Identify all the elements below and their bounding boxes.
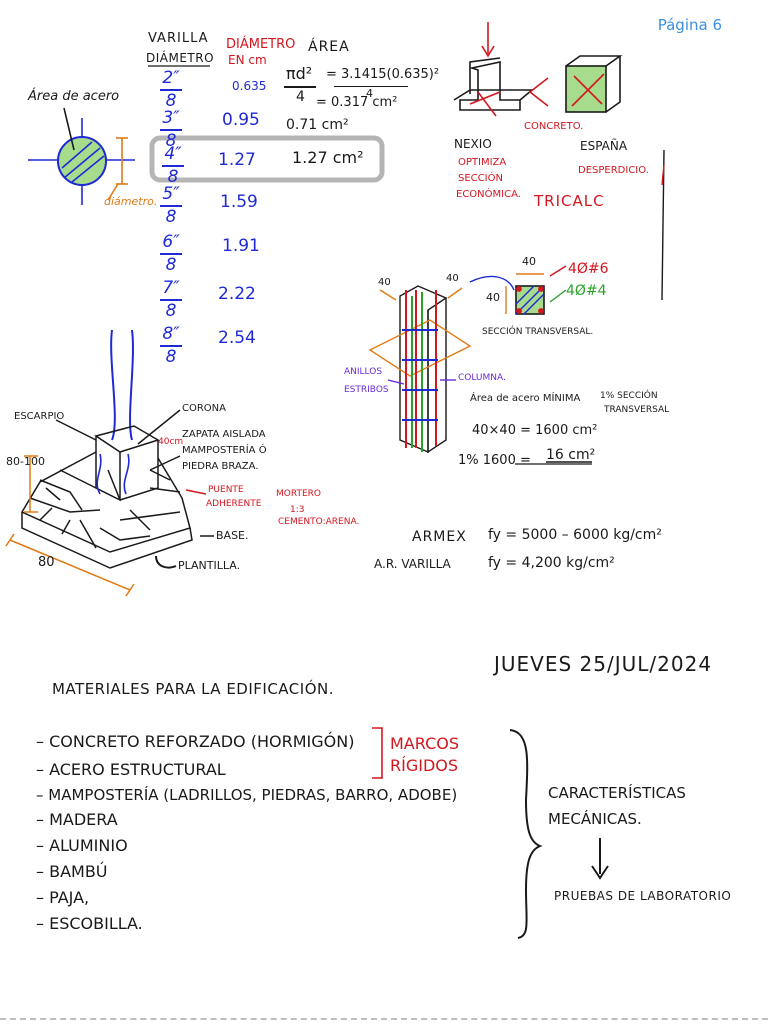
concreto-label: CONCRETO. — [524, 121, 584, 132]
espana-label: ESPAÑA — [580, 139, 628, 153]
material-item: – BAMBÚ — [36, 862, 108, 881]
fraction-6-8: 6″8 — [160, 234, 182, 274]
fraction-5-8: 5″8 — [160, 186, 182, 226]
rigidos-label: RÍGIDOS — [390, 756, 459, 775]
optimiza-3: ECONÓMICA. — [456, 189, 521, 200]
material-item: – ALUMINIO — [36, 836, 128, 855]
columna-label: COLUMNA. — [458, 373, 506, 383]
formula-denominator: 4 — [296, 89, 305, 105]
zapata-1: ZAPATA AISLADA — [182, 429, 266, 440]
header-varilla: VARILLA — [148, 31, 209, 46]
tricalc-label: TRICALC — [534, 192, 605, 210]
material-item: – PAJA, — [36, 888, 90, 907]
material-item: – CONCRETO REFORZADO (HORMIGÓN) — [36, 732, 355, 751]
bars-4-6: 4Ø#6 — [568, 261, 609, 277]
cm-value: 1.91 — [222, 236, 260, 256]
ar-value: fy = 4,200 kg/cm² — [488, 555, 615, 571]
optimiza-1: OPTIMIZA — [458, 157, 507, 168]
material-item: – ACERO ESTRUCTURAL — [36, 760, 226, 779]
pct-1: 1% SECCIÓN — [600, 391, 658, 401]
material-item: – MADERA — [36, 810, 118, 829]
cm-value: 1.59 — [220, 192, 258, 212]
note-title: MATERIALES PARA LA EDIFICACIÓN. — [52, 680, 334, 698]
cm-value: 1.27 — [218, 150, 256, 170]
dim-40: 40 — [446, 273, 459, 284]
cm-value: 2.22 — [218, 284, 256, 304]
page-number: Página 6 — [657, 16, 722, 34]
cm-value: 2.54 — [218, 328, 256, 348]
cm-value: 0.95 — [222, 110, 260, 130]
fraction-2-8: 2″8 — [160, 70, 182, 110]
optimiza-2: SECCIÓN — [458, 173, 503, 184]
formula-pi-d2: πd² — [286, 64, 313, 83]
dim-40cm: 40cm — [158, 437, 184, 447]
formula-result: = 0.317 cm² — [316, 95, 398, 110]
desperdicio-label: DESPERDICIO. — [578, 165, 649, 176]
fraction-7-8: 7″8 — [160, 280, 182, 320]
page-break-line — [0, 1018, 768, 1020]
pct-2: TRANSVERSAL — [604, 405, 670, 415]
zapata-3: PIEDRA BRAZA. — [182, 461, 259, 472]
formula-substituted: = 3.1415(0.635)² — [326, 67, 440, 82]
formula-denominator-2: 4 — [366, 87, 373, 100]
column-sketch — [368, 265, 592, 463]
dim-80: 80 — [38, 555, 55, 570]
seccion-transversal: SECCIÓN TRANSVERSAL. — [482, 327, 594, 337]
area-minima: Área de acero MÍNIMA — [470, 393, 581, 404]
header-diametro-cm: DIÁMETRO — [226, 37, 296, 52]
dim-40: 40 — [486, 291, 500, 304]
puente-2: ADHERENTE — [206, 499, 262, 509]
zapata-2: MAMPOSTERÍA Ó — [182, 445, 267, 456]
material-item: – MAMPOSTERÍA (LADRILLOS, PIEDRAS, BARRO… — [36, 786, 458, 804]
mecanicas-label: MECÁNICAS. — [548, 810, 642, 828]
caracteristicas-label: CARACTERÍSTICAS — [548, 784, 686, 802]
pruebas-label: PRUEBAS DE LABORATORIO — [554, 889, 732, 903]
bars-4-4: 4Ø#4 — [566, 283, 607, 299]
nexio-sketch — [453, 22, 665, 301]
corona-label: CORONA — [182, 403, 226, 414]
fraction-3-8: 3″8 — [160, 110, 182, 150]
calc-result: 16 cm² — [546, 447, 596, 463]
cm-value: 0.635 — [232, 79, 267, 93]
calc-pct: 1% 1600 = — [458, 453, 531, 468]
footing-sketch — [5, 329, 214, 597]
mortero-2: 1:3 — [290, 505, 305, 515]
header-diametro: DIÁMETRO — [146, 51, 215, 65]
plantilla-label: PLANTILLA. — [178, 559, 241, 572]
nexio-label: NEXIO — [454, 137, 492, 151]
base-label: BASE. — [216, 529, 249, 542]
fraction-4-8: 4″8 — [162, 146, 184, 186]
highlight-box — [149, 135, 385, 183]
dim-40: 40 — [378, 277, 391, 288]
mortero-1: MORTERO — [276, 489, 321, 499]
diametro-label: diámetro. — [104, 195, 158, 208]
header-area: ÁREA — [308, 39, 350, 55]
anillos-label: ANILLOS — [344, 367, 383, 377]
estribos-label: ESTRIBOS — [344, 385, 389, 395]
armex-value: fy = 5000 – 6000 kg/cm² — [488, 527, 662, 543]
material-item: – ESCOBILLA. — [36, 914, 143, 933]
header-en-cm: EN cm — [228, 53, 267, 67]
marcos-label: MARCOS — [390, 734, 459, 753]
notes-marks — [372, 727, 609, 939]
puente-1: PUENTE — [208, 485, 244, 495]
escarpio-label: ESCARPIO — [14, 411, 65, 422]
dim-40: 40 — [522, 255, 536, 268]
note-date: JUEVES 25/JUL/2024 — [494, 652, 713, 676]
dim-80-100: 80-100 — [6, 455, 45, 468]
rebar-circle-drawing — [28, 107, 135, 205]
armex-label: ARMEX — [412, 529, 467, 545]
ar-label: A.R. VARILLA — [374, 557, 451, 571]
fraction-8-8: 8″8 — [160, 326, 182, 366]
area-row-4-8: 1.27 cm² — [292, 148, 364, 167]
area-acero-label: Área de acero — [28, 89, 120, 104]
calc-area: 40×40 = 1600 cm² — [472, 423, 598, 438]
mortero-3: CEMENTO:ARENA. — [278, 517, 360, 527]
area-row-3-8: 0.71 cm² — [286, 117, 349, 133]
